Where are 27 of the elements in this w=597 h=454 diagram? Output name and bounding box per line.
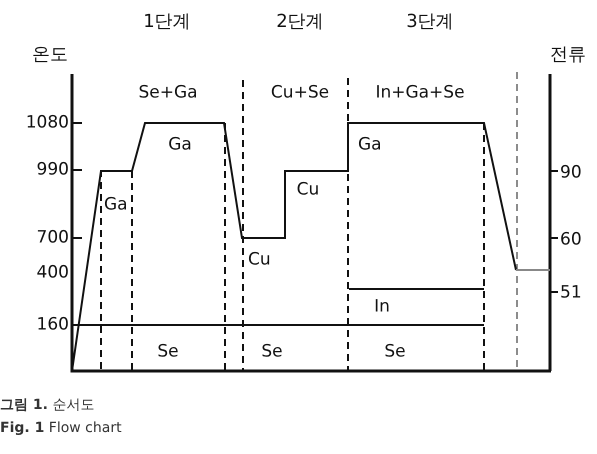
tick-label: 90 [560, 164, 582, 182]
stage-heading: 3단계 [406, 13, 454, 31]
element-label: Ga [168, 136, 192, 154]
axis-title: 전류 [550, 46, 586, 64]
stage-heading: 1단계 [143, 13, 191, 31]
element-label: Ga [358, 136, 382, 154]
element-label: Cu [296, 182, 320, 198]
figure-caption: Fig. 1 Flow chart [0, 420, 122, 436]
tick-label: 990 [36, 162, 69, 178]
stage-heading: 2단계 [276, 13, 324, 31]
element-label: Cu [248, 252, 271, 268]
element-label: Se [157, 344, 179, 360]
axis-title: 온도 [32, 46, 68, 64]
element-label: Ga [104, 196, 128, 214]
element-label: Se [384, 344, 406, 360]
tick-label: 1080 [26, 114, 69, 132]
tick-label: 60 [560, 232, 582, 248]
tick-label: 160 [36, 316, 69, 334]
element-label: Se [261, 344, 283, 360]
tick-label: 51 [560, 284, 582, 302]
element-label: Se+Ga [138, 84, 198, 102]
element-label: Cu+Se [270, 84, 330, 102]
element-label: In+Ga+Se [375, 84, 465, 102]
tick-label: 700 [36, 230, 69, 246]
tick-label: 400 [36, 264, 69, 282]
element-label: In [374, 298, 390, 316]
figure-caption: 그림 1. 순서도 [0, 396, 94, 414]
